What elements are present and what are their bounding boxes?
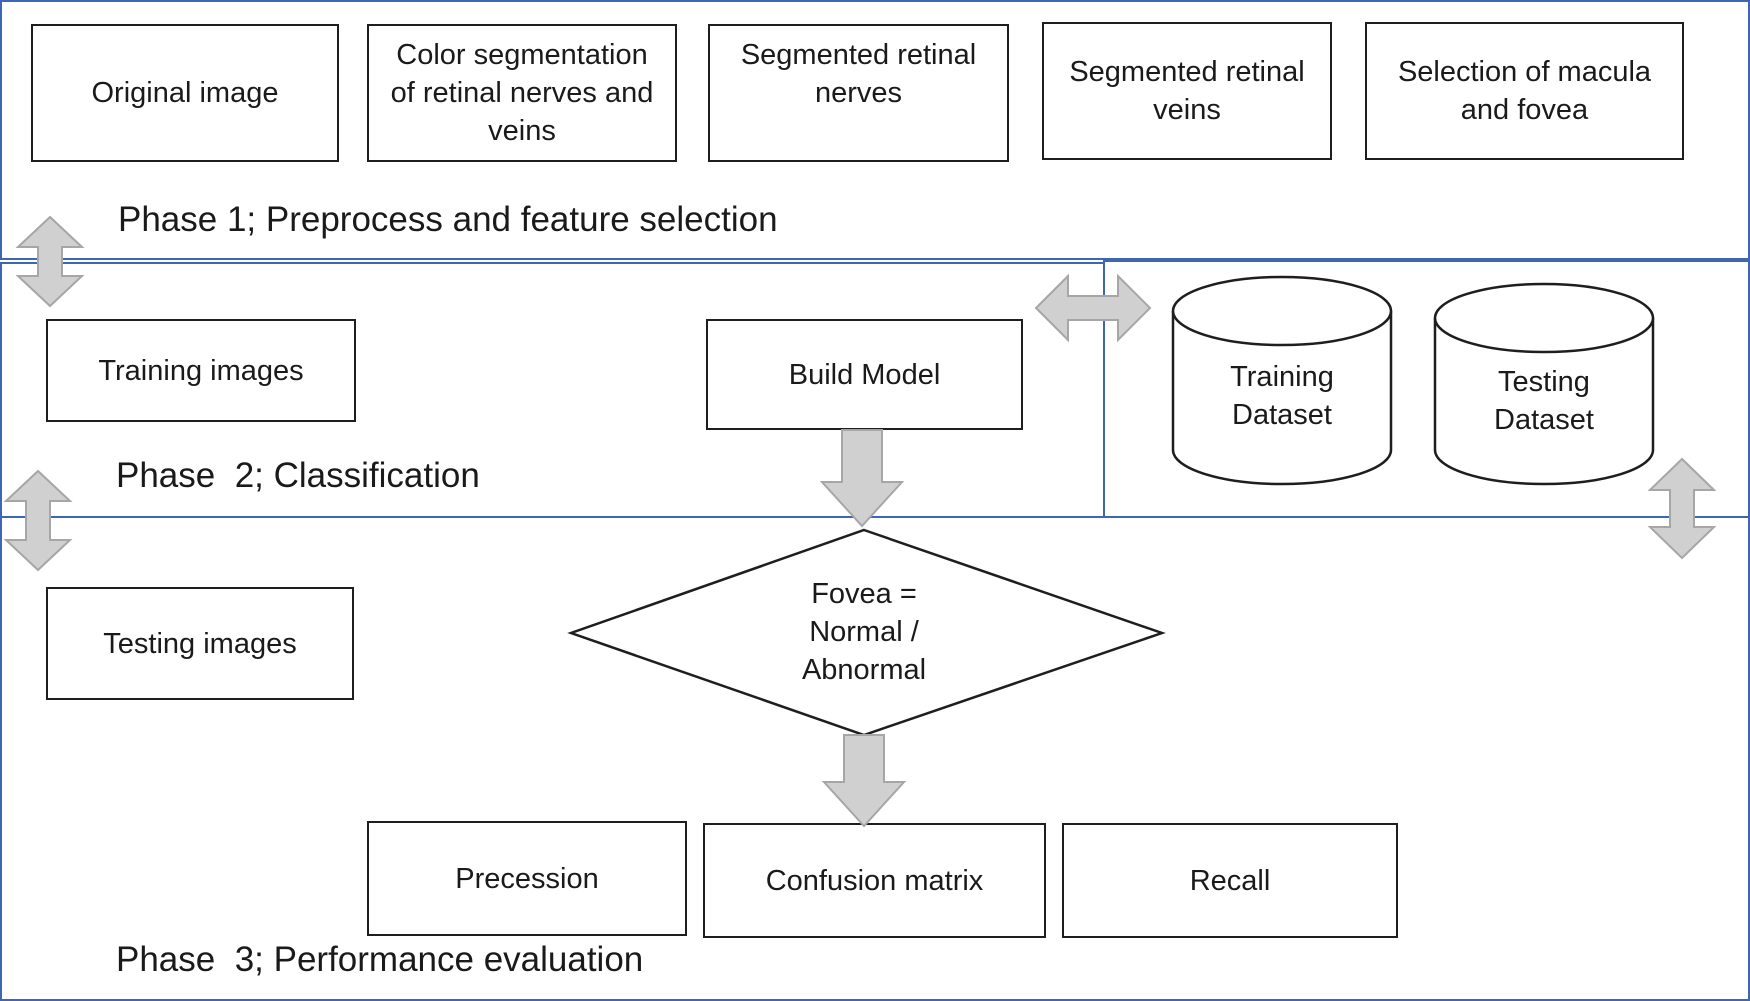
model-to-decision-arrow: [819, 429, 905, 528]
recall-box: Recall: [1062, 823, 1398, 938]
testing-images-box: Testing images: [46, 587, 354, 700]
testing-images-label: Testing images: [103, 627, 297, 660]
confusion-matrix-box: Confusion matrix: [703, 823, 1046, 938]
color-segmentation-label: Color segmentation of retinal nerves and…: [390, 39, 654, 147]
training-dataset-cylinder: [1171, 275, 1393, 486]
macula-fovea-label: Selection of macula and fovea: [1397, 56, 1652, 126]
segmented-nerves-label: Segmented retinal nerves: [740, 39, 977, 109]
phase3-label: Phase 3; Performance evaluation: [116, 940, 644, 979]
precession-box: Precession: [367, 821, 687, 936]
training-images-box: Training images: [46, 319, 356, 422]
phase3-frame: [0, 516, 1750, 1001]
phase1-frame: [0, 0, 1750, 260]
original-image-label: Original image: [91, 77, 279, 109]
phase1-label: Phase 1; Preprocess and feature selectio…: [118, 200, 778, 239]
testing-dataset-cylinder: [1433, 282, 1655, 486]
phase2-phase3-double-arrow: [3, 469, 73, 572]
training-images-label: Training images: [98, 354, 304, 387]
datasets-phase3-double-arrow: [1647, 457, 1717, 560]
original-image-box: Original image: [31, 24, 339, 162]
segmented-veins-box: Segmented retinal veins: [1042, 22, 1332, 160]
build-model-box: Build Model: [706, 319, 1023, 430]
decision-label: Fovea = Normal / Abnormal: [801, 578, 927, 686]
recall-label: Recall: [1189, 864, 1271, 897]
confusion-matrix-label: Confusion matrix: [765, 864, 984, 897]
model-datasets-double-arrow: [1034, 273, 1152, 343]
training-dataset-label: Training Dataset: [1230, 361, 1334, 431]
segmented-nerves-box: Segmented retinal nerves: [708, 24, 1009, 162]
segmented-veins-label: Segmented retinal veins: [1069, 56, 1305, 126]
decision-to-metrics-arrow: [821, 734, 907, 828]
testing-dataset-label: Testing Dataset: [1494, 366, 1594, 436]
color-segmentation-box: Color segmentation of retinal nerves and…: [367, 24, 677, 162]
build-model-label: Build Model: [788, 358, 941, 391]
macula-fovea-box: Selection of macula and fovea: [1365, 22, 1684, 160]
phase2-label: Phase 2; Classification: [116, 456, 480, 495]
precession-label: Precession: [455, 862, 599, 895]
phase1-phase2-double-arrow: [15, 215, 85, 308]
